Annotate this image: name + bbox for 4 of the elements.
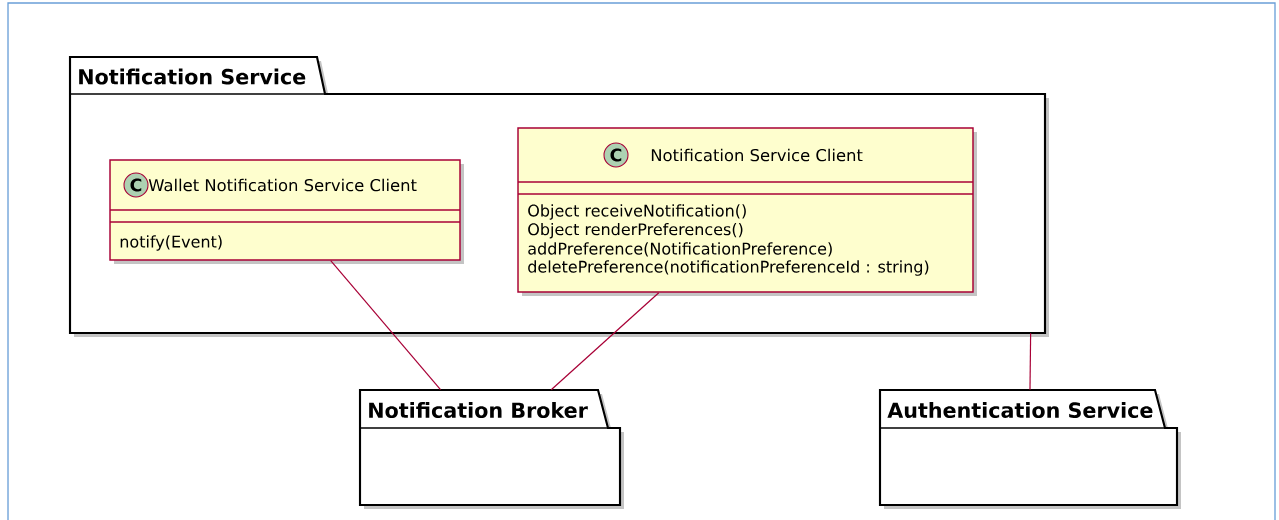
- connector-line: [330, 260, 442, 391]
- connector-line: [550, 292, 660, 391]
- connector-line: [1029, 332, 1032, 391]
- package-title: Notification Service: [79, 68, 306, 85]
